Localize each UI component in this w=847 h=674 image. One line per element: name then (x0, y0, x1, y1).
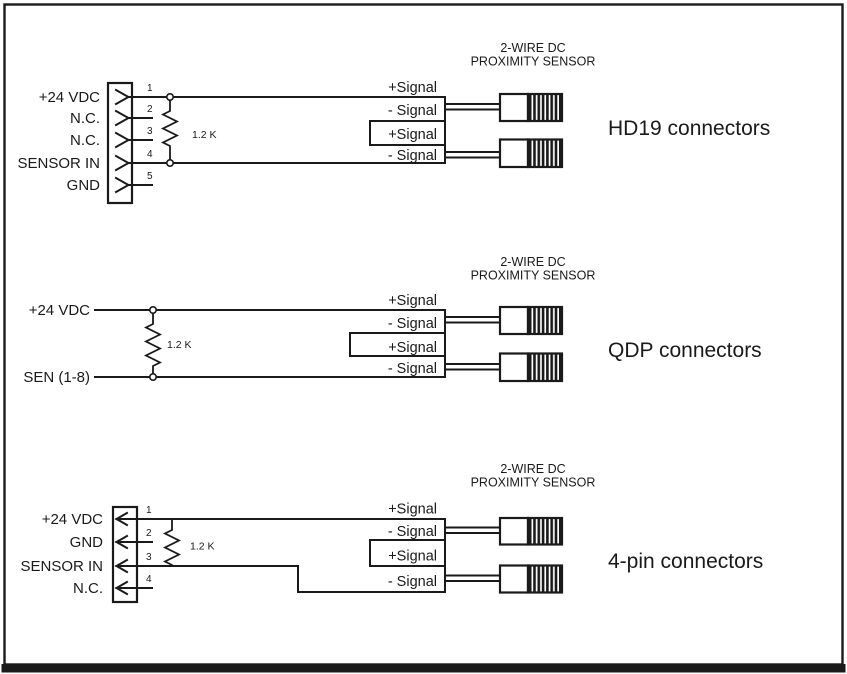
section-caption: HD19 connectors (608, 117, 770, 140)
pin-number: 2 (146, 528, 152, 539)
signal-label: - Signal (388, 103, 437, 119)
proximity-sensor (498, 516, 564, 546)
sensor-body (526, 352, 564, 383)
sensor-body (526, 92, 564, 123)
sensor-plug (498, 352, 530, 383)
pin-label: N.C. (70, 110, 100, 127)
pin-number: 5 (147, 171, 153, 182)
pin-label: +24 VDC (39, 89, 100, 106)
junction-dot (166, 93, 175, 102)
signal-label: +Signal (388, 127, 437, 143)
sensor-body (526, 305, 564, 336)
signal-label: - Signal (388, 574, 437, 590)
sensor-plug (498, 138, 530, 169)
pin-number: 3 (146, 552, 152, 563)
signal-label: - Signal (388, 316, 437, 332)
sensor-heading-line2: PROXIMITY SENSOR (471, 55, 596, 69)
pin-number: 3 (147, 126, 153, 137)
sensor-heading-line2: PROXIMITY SENSOR (471, 269, 596, 283)
pin-number: 4 (146, 574, 152, 585)
section-caption: 4-pin connectors (608, 550, 763, 573)
sensor-cables (445, 103, 501, 159)
pin-number: 1 (146, 505, 152, 516)
pin-number: 4 (147, 149, 153, 160)
proximity-sensor (498, 305, 564, 336)
pin-label: +24 VDC (42, 511, 103, 528)
sensor-cables (445, 316, 501, 371)
signal-label: +Signal (388, 340, 437, 356)
hd19-connector-body (106, 81, 134, 205)
sensor-body (526, 138, 564, 169)
sensor-plug (498, 92, 530, 123)
resistor-symbol (162, 518, 182, 567)
proximity-sensor (498, 564, 564, 594)
page-bottom-bar (1, 664, 846, 673)
pin-label: N.C. (73, 580, 103, 597)
hd19-pin-numbers: 1 2 3 4 5 (147, 83, 153, 182)
pin-label: SENSOR IN (17, 155, 100, 172)
pin-number: 1 (147, 83, 153, 94)
junction-dot (149, 305, 158, 314)
section-qdp: +24 VDC SEN (1-8) 1.2 K +Signal - Signal… (23, 255, 761, 386)
sensor-body (526, 516, 564, 546)
section-caption: QDP connectors (608, 339, 762, 362)
resistor-value: 1.2 K (167, 339, 192, 351)
signal-label: +Signal (388, 80, 437, 96)
pin-label: GND (70, 534, 104, 551)
sensor-heading-line1: 2-WIRE DC (500, 255, 565, 269)
resistor-value: 1.2 K (192, 129, 217, 141)
proximity-sensor (498, 92, 564, 123)
signal-label: - Signal (388, 361, 437, 377)
pin-label: GND (67, 177, 101, 194)
sensor-plug (498, 305, 530, 336)
resistor-value: 1.2 K (190, 541, 215, 553)
signal-label: +Signal (388, 549, 437, 565)
pin-label: SENSOR IN (20, 558, 103, 575)
4pin-pin-numbers: 1 2 3 4 (146, 505, 152, 585)
pin-label: SEN (1-8) (23, 369, 90, 386)
sensor-plug (498, 516, 530, 546)
pin-label: +24 VDC (29, 302, 90, 319)
resistor-symbol (160, 99, 180, 161)
proximity-sensor (498, 138, 564, 169)
sensor-body (526, 564, 564, 594)
proximity-sensor (498, 352, 564, 383)
4pin-contacts (114, 511, 153, 596)
sensor-heading-line2: PROXIMITY SENSOR (471, 476, 596, 490)
pin-label: N.C. (70, 132, 100, 149)
pin-number: 2 (147, 104, 153, 115)
signal-label: - Signal (388, 524, 437, 540)
junction-dot (149, 372, 158, 381)
signal-label: - Signal (388, 148, 437, 164)
signal-label: +Signal (388, 502, 437, 518)
section-hd19: +24 VDC N.C. N.C. SENSOR IN GND 1 2 3 4 … (17, 41, 770, 205)
sensor-plug (498, 564, 530, 594)
signal-label: +Signal (388, 293, 437, 309)
junction-dot (166, 159, 175, 168)
section-4pin: +24 VDC GND SENSOR IN N.C. 1 2 3 4 (20, 462, 763, 604)
resistor-symbol (143, 312, 163, 375)
sensor-cables (445, 526, 501, 582)
4pin-connector-body (111, 505, 139, 604)
sensor-heading-line1: 2-WIRE DC (500, 41, 565, 55)
sensor-heading-line1: 2-WIRE DC (500, 462, 565, 476)
